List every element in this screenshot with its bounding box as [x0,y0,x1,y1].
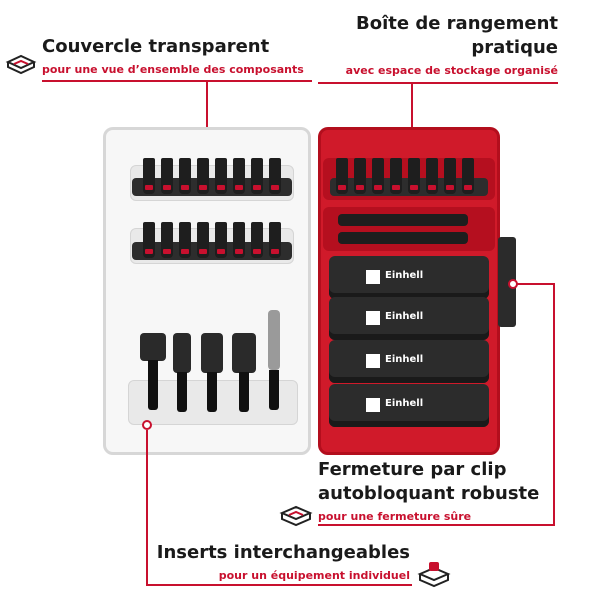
clip-callout-title-2: autobloquant robuste [318,483,540,504]
insert-brand-label: Einhell [385,270,424,281]
inserts-callout-line [146,584,412,586]
nut-driver-shank [239,372,249,412]
insert-tray-icon [416,560,452,594]
screwdriver-bit [462,158,474,194]
screwdriver-bit [161,222,173,258]
einhell-logo-icon [366,311,380,325]
inserts-callout-connector [146,430,148,586]
storage-insert[interactable]: Einhell [329,384,489,427]
lid-callout: Couvercle transparent pour une vue d’ens… [42,36,304,76]
screwdriver-bit [143,222,155,258]
socket-adapter-shank [148,360,158,410]
inserts-callout: Inserts interchangeables pour un équipem… [157,542,410,582]
storage-insert[interactable]: Einhell [329,297,489,340]
lid-callout-connector [206,80,208,136]
screwdriver-bit [179,222,191,258]
screwdriver-bit [215,222,227,258]
screwdriver-bit [233,158,245,194]
clip-callout-line [318,524,555,526]
inserts-callout-dot [142,420,152,430]
einhell-logo-icon [366,398,380,412]
screwdriver-bit [408,158,420,194]
clip-callout-title-1: Fermeture par clip [318,459,507,480]
lid-callout-title: Couvercle transparent [42,36,270,57]
screwdriver-bit [269,222,281,258]
socket-adapter [140,333,166,361]
case-outline-icon [4,52,38,80]
screwdriver-bit [215,158,227,194]
screwdriver-bit [179,158,191,194]
screwdriver-bit [197,158,209,194]
clip-callout-connector-v [553,283,555,526]
clip-callout: Fermeture par clip autobloquant robuste … [318,458,539,523]
bit-holder [268,310,280,370]
einhell-logo-icon [366,270,380,284]
insert-brand-label: Einhell [385,398,424,409]
screwdriver-bit [390,158,402,194]
nut-driver [232,333,256,373]
storage-insert[interactable]: Einhell [329,256,489,299]
bit-holder-shank [269,370,279,410]
closed-case-icon [278,503,314,533]
insert-brand-label: Einhell [385,354,424,365]
screwdriver-bit [251,158,263,194]
screwdriver-bit [251,222,263,258]
storage-callout: Boîte de rangement pratique avec espace … [346,12,558,77]
storage-callout-connector [411,82,413,128]
nut-driver [173,333,191,373]
screwdriver-bit [426,158,438,194]
storage-callout-subtitle: avec espace de stockage organisé [345,64,558,77]
storage-callout-title-2: pratique [471,37,558,58]
bit-strip [132,178,292,196]
clip-latch[interactable] [498,237,516,327]
screwdriver-bit [336,158,348,194]
screwdriver-bit [354,158,366,194]
long-bit [338,232,468,244]
screwdriver-bit [233,222,245,258]
bit-strip [132,242,292,260]
screwdriver-bit [143,158,155,194]
screwdriver-bit [269,158,281,194]
lid-callout-line [42,80,312,82]
storage-callout-line [318,82,558,84]
nut-driver-shank [207,372,217,412]
long-bit [338,214,468,226]
clip-callout-subtitle: pour une fermeture sûre [318,510,472,523]
nut-driver-shank [177,372,187,412]
screwdriver-bit [197,222,209,258]
lid-callout-subtitle: pour une vue d’ensemble des composants [42,63,304,76]
screwdriver-bit [372,158,384,194]
clip-callout-connector-h [517,283,555,285]
screwdriver-bit [161,158,173,194]
nut-driver [201,333,223,373]
insert-brand-label: Einhell [385,311,424,322]
screwdriver-bit [444,158,456,194]
inserts-callout-title: Inserts interchangeables [156,542,410,563]
einhell-logo-icon [366,354,380,368]
storage-insert[interactable]: Einhell [329,340,489,383]
storage-callout-title-1: Boîte de rangement [355,13,558,34]
inserts-callout-subtitle: pour un équipement individuel [218,569,410,582]
